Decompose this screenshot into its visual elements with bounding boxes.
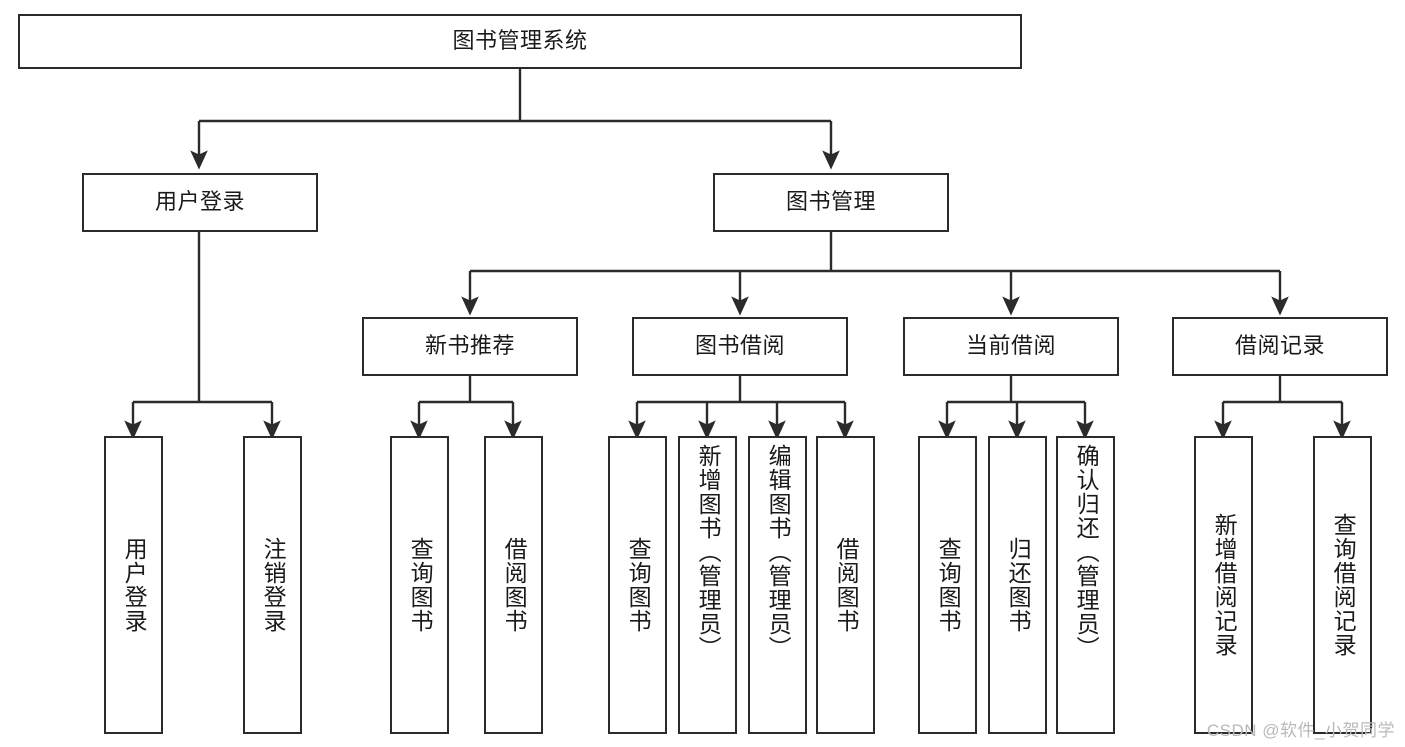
node-label: 新增图书（管理员） <box>695 444 722 660</box>
node-label: 新书推荐 <box>424 333 515 359</box>
node-book-management[interactable]: 图书管理 <box>713 173 949 232</box>
node-label: 新增借阅记录 <box>1211 513 1238 657</box>
node-leaf-logout[interactable]: 注销登录 <box>243 436 302 734</box>
node-label: 用户登录 <box>154 189 245 215</box>
node-leaf-query-record[interactable]: 查询借阅记录 <box>1313 436 1372 734</box>
node-label: 图书管理系统 <box>452 28 588 54</box>
node-label: 归还图书 <box>1005 537 1032 633</box>
node-leaf-query-book-2[interactable]: 查询图书 <box>608 436 667 734</box>
node-leaf-edit-book[interactable]: 编辑图书（管理员） <box>748 436 807 734</box>
node-leaf-return-book[interactable]: 归还图书 <box>988 436 1047 734</box>
csdn-watermark: CSDN @软件_小贺同学 <box>1206 721 1395 740</box>
node-new-book-recommendation[interactable]: 新书推荐 <box>362 317 578 376</box>
node-label: 查询图书 <box>935 537 962 633</box>
node-label: 图书管理 <box>785 189 876 215</box>
node-root-system[interactable]: 图书管理系统 <box>18 14 1022 69</box>
node-label: 注销登录 <box>260 537 287 633</box>
node-label: 借阅图书 <box>833 537 860 633</box>
node-user-login[interactable]: 用户登录 <box>82 173 318 232</box>
node-borrowing-record[interactable]: 借阅记录 <box>1172 317 1388 376</box>
node-label: 确认归还（管理员） <box>1073 444 1100 660</box>
node-leaf-borrow-book-1[interactable]: 借阅图书 <box>484 436 543 734</box>
node-leaf-user-login[interactable]: 用户登录 <box>104 436 163 734</box>
node-label: 查询图书 <box>625 537 652 633</box>
node-label: 借阅记录 <box>1234 333 1325 359</box>
node-label: 查询借阅记录 <box>1330 513 1357 657</box>
node-label: 图书借阅 <box>694 333 785 359</box>
node-current-borrowing[interactable]: 当前借阅 <box>903 317 1119 376</box>
node-leaf-add-book[interactable]: 新增图书（管理员） <box>678 436 737 734</box>
node-label: 查询图书 <box>407 537 434 633</box>
node-label: 借阅图书 <box>501 537 528 633</box>
node-leaf-borrow-book-2[interactable]: 借阅图书 <box>816 436 875 734</box>
node-label: 编辑图书（管理员） <box>765 444 792 660</box>
node-book-borrowing[interactable]: 图书借阅 <box>632 317 848 376</box>
node-leaf-add-record[interactable]: 新增借阅记录 <box>1194 436 1253 734</box>
node-leaf-confirm-return[interactable]: 确认归还（管理员） <box>1056 436 1115 734</box>
node-label: 当前借阅 <box>965 333 1056 359</box>
node-leaf-query-book-3[interactable]: 查询图书 <box>918 436 977 734</box>
node-label: 用户登录 <box>121 537 148 633</box>
node-leaf-query-book-1[interactable]: 查询图书 <box>390 436 449 734</box>
